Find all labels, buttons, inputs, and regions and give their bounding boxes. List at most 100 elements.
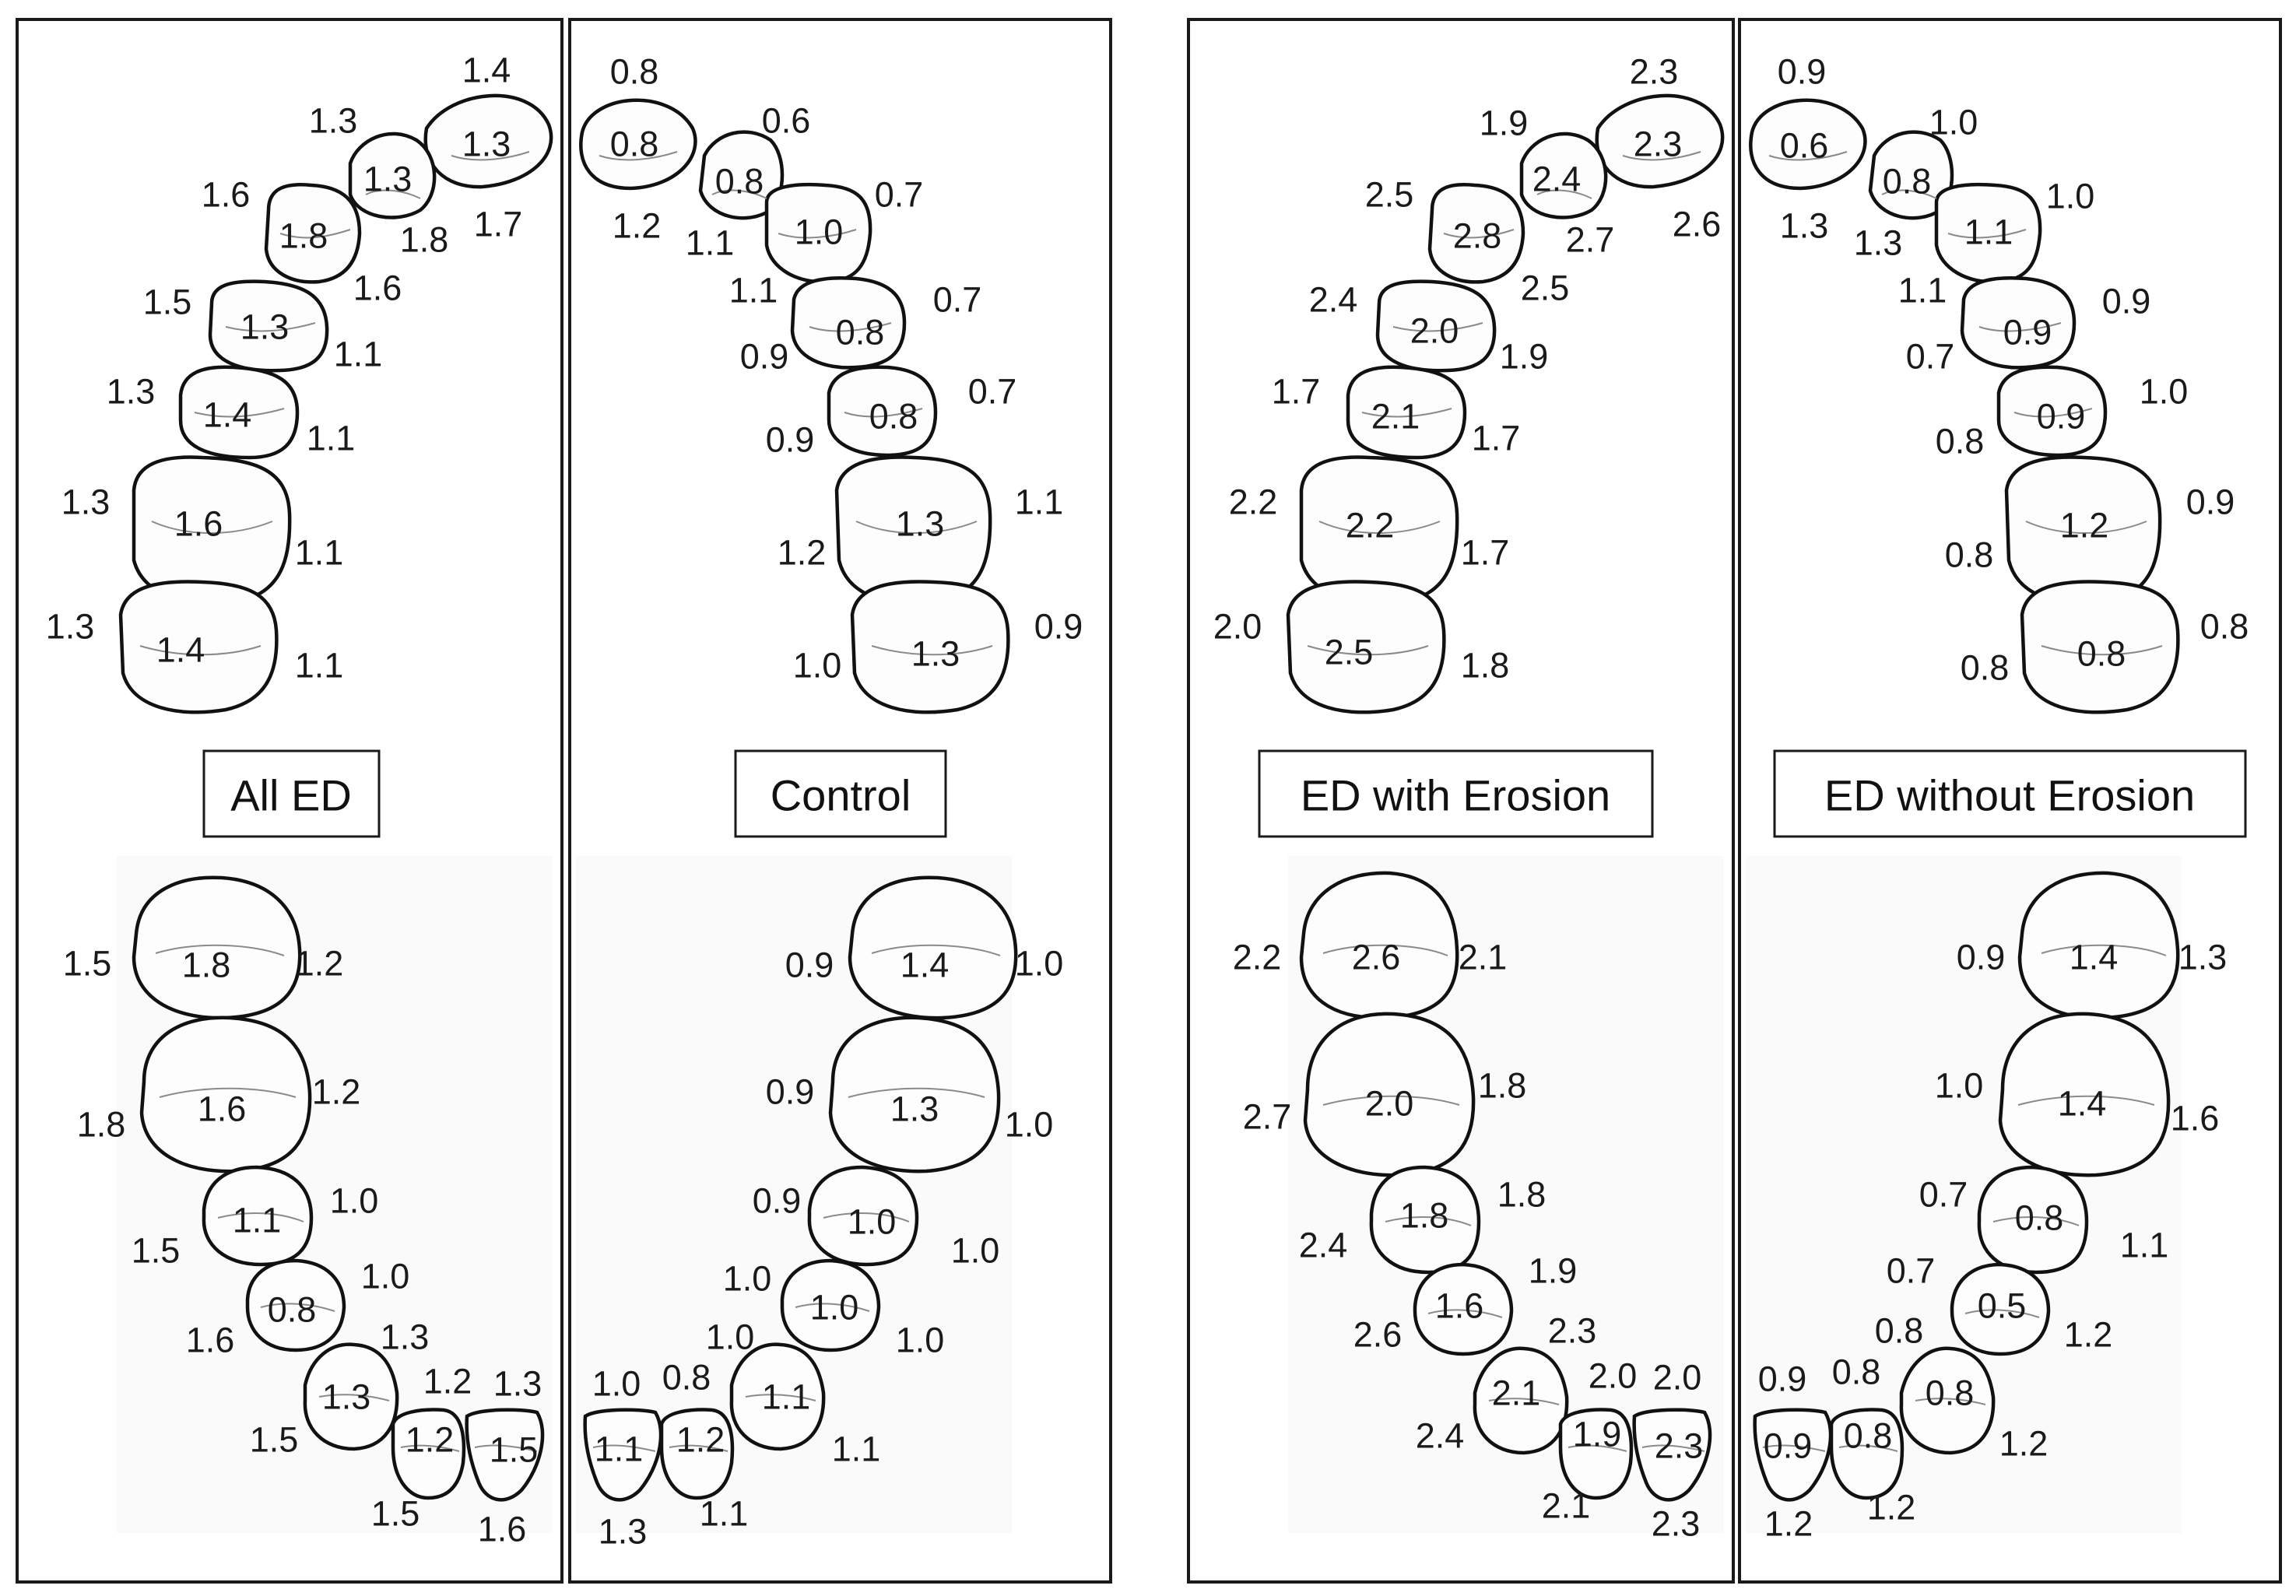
lower-right-values: 2.1 1.8 1.8 1.9 2.3 2.0 2.0: [1459, 938, 1702, 1398]
tooth-value: 1.1: [1964, 212, 2013, 252]
tooth-upper-canine: [1934, 182, 2042, 284]
panel-control: 0.8 0.8 1.0 0.8 0.8 1.3 1.3 0.8 1.2 1.1 …: [568, 18, 1112, 1584]
tooth-value: 1.2: [1867, 1488, 1916, 1528]
group-label-text: Control: [771, 771, 911, 820]
tooth-value: 1.2: [778, 533, 827, 573]
tooth-value: 1.0: [795, 212, 844, 252]
tooth-value: 1.4: [900, 945, 950, 985]
tooth-value: 1.3: [107, 372, 156, 412]
tooth-value: 0.9: [753, 1181, 802, 1221]
tooth-value: 1.8: [77, 1105, 126, 1145]
lower-right-values: 1.2 1.2 1.0 1.0 1.3 1.2 1.3: [295, 944, 542, 1404]
tooth-value: 1.0: [723, 1259, 772, 1299]
tooth-value: 2.3: [1634, 125, 1683, 164]
tooth-value: 1.6: [186, 1321, 235, 1360]
lower-arch: [132, 875, 545, 1502]
tooth-value: 2.4: [1416, 1416, 1465, 1456]
tooth-value: 2.4: [1532, 160, 1582, 199]
tooth-value: 2.2: [1229, 482, 1278, 522]
tooth-value: 1.0: [951, 1231, 1000, 1271]
tooth-value: 0.8: [1926, 1373, 1975, 1413]
tooth-value: 1.2: [423, 1362, 472, 1401]
group-label-text: ED without Erosion: [1824, 771, 2195, 820]
tooth-value: 1.2: [405, 1420, 455, 1460]
group-label-text: All ED: [230, 771, 352, 820]
tooth-value: 1.3: [322, 1377, 371, 1417]
tooth-value: 1.2: [2060, 506, 2109, 545]
tooth-value: 1.5: [250, 1420, 299, 1460]
tooth-value: 1.5: [143, 282, 192, 322]
tooth-value: 1.1: [729, 271, 778, 310]
tooth-value: 1.2: [2064, 1315, 2113, 1355]
upper-right-values: 1.7 1.8 1.6 1.1 1.1 1.1 1.1: [295, 205, 523, 686]
tooth-value: 1.3: [462, 125, 511, 164]
tooth-lower-canine: [303, 1342, 399, 1451]
tooth-lower-lateral-incisor: [1829, 1408, 1905, 1500]
tooth-upper-central-incisor: [579, 98, 697, 191]
tooth-value: 1.7: [474, 205, 523, 244]
tooth-value: 0.8: [869, 397, 918, 437]
tooth-value: 1.2: [1999, 1424, 2048, 1464]
tooth-value: 1.4: [156, 630, 205, 670]
upper-inner-values: 0.8 0.8 1.0 0.8 0.8 1.3 1.3: [610, 125, 960, 674]
upper-inner-values: 1.3 1.3 1.8 1.3 1.4 1.6 1.4: [156, 125, 511, 670]
lower-right-values: 1.0 1.0 1.0 1.0 1.1 1.1: [700, 944, 1064, 1534]
tooth-value: 1.8: [279, 216, 328, 256]
tooth-upper-second-molar: [118, 580, 279, 714]
tooth-value: 1.2: [295, 944, 344, 984]
tooth-lower-first-premolar: [1413, 1262, 1514, 1356]
tooth-value: 2.4: [1309, 280, 1358, 320]
tooth-lower-first-premolar: [1950, 1262, 2051, 1356]
tooth-lower-canine: [1899, 1346, 1996, 1455]
tooth-value: 1.0: [592, 1364, 641, 1404]
group-label-box: [734, 749, 947, 838]
tooth-value: 0.8: [1875, 1311, 1924, 1351]
tooth-value: 2.3: [1652, 1504, 1701, 1544]
tooth-lower-central-incisor: [1753, 1408, 1833, 1502]
tooth-value: 1.0: [361, 1257, 410, 1296]
tooth-value: 0.9: [1957, 938, 2006, 977]
tooth-value: 0.7: [968, 372, 1017, 412]
tooth-value: 1.9: [1529, 1251, 1578, 1291]
tooth-upper-central-incisor: [423, 93, 553, 189]
tooth-value: 2.4: [1299, 1226, 1348, 1265]
tooth-value: 1.1: [686, 223, 735, 263]
tooth-value: 0.9: [2102, 282, 2151, 321]
tooth-value: 0.8: [610, 125, 659, 164]
tooth-value: 0.7: [1919, 1175, 1968, 1215]
tooth-value: 0.6: [1780, 126, 1829, 166]
tooth-value: 1.8: [400, 220, 449, 260]
tooth-upper-first-premolar: [790, 275, 907, 370]
lower-left-values: 0.9 0.9 0.9 1.0 1.0 0.8 1.0 1.3: [592, 945, 834, 1552]
tooth-value: 1.1: [832, 1429, 881, 1469]
upper-arch: [118, 93, 553, 714]
tooth-value: 2.5: [1325, 633, 1374, 672]
tooth-value: 0.8: [1961, 648, 2010, 688]
upper-left-values: 2.3 1.9 2.5 2.4 1.7 2.2 2.0: [1213, 52, 1679, 647]
tooth-value: 1.1: [2120, 1226, 2169, 1265]
tooth-value: 2.6: [1352, 938, 1401, 977]
group-label-box: [202, 749, 381, 838]
tooth-value: 1.6: [198, 1089, 247, 1129]
tooth-value: 1.0: [793, 646, 842, 686]
group-label-ed-with-erosion: ED with Erosion: [1258, 749, 1654, 838]
tooth-value: 1.1: [1015, 482, 1064, 522]
tooth-value: 1.3: [493, 1364, 542, 1404]
tooth-value: 2.7: [1566, 220, 1615, 260]
lower-inner-values: 2.6 2.0 1.8 1.6 2.1 1.9 2.3: [1352, 938, 1704, 1466]
tooth-value: 1.4: [2070, 938, 2119, 977]
tooth-lower-second-premolar: [807, 1165, 919, 1267]
tooth-lower-first-molar: [139, 1015, 312, 1173]
tooth-upper-second-molar: [1286, 580, 1446, 714]
tooth-value: 2.0: [1410, 311, 1459, 351]
tooth-value: 2.0: [1213, 607, 1262, 647]
upper-inner-values: 0.6 0.8 1.1 0.9 0.9 1.2 0.8: [1780, 126, 2126, 674]
tooth-value: 0.7: [875, 175, 924, 215]
upper-inner-values: 2.3 2.4 2.8 2.0 2.1 2.2 2.5: [1325, 125, 1683, 672]
tooth-value: 0.9: [1034, 607, 1083, 647]
tooth-lower-canine: [1473, 1346, 1569, 1455]
panel-all-ed: 1.3 1.3 1.8 1.3 1.4 1.6 1.4 1.4 1.3 1.6 …: [16, 18, 563, 1584]
tooth-value: 1.3: [911, 634, 960, 674]
tooth-value: 1.3: [599, 1512, 648, 1552]
tooth-value: 1.1: [295, 646, 344, 686]
